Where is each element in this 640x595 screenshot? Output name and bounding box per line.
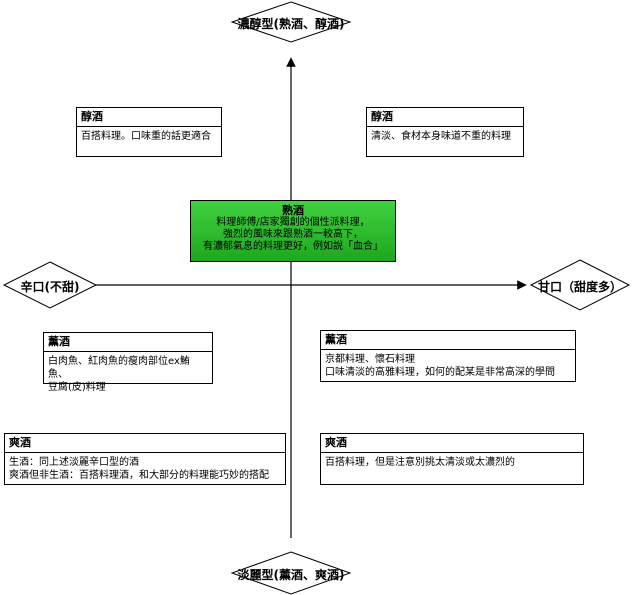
box-bottom-right: 爽酒 百搭料理，但是注意別挑太清淡或太濃烈的 (320, 433, 584, 485)
box-line: 生酒：同上述淡麗辛口型的酒 (9, 457, 139, 468)
box-text: 京都料理、懷石料理 口味清淡的高雅料理，如何的配某是非常高深的學問 (321, 350, 575, 382)
box-text: 百搭料理，但是注意別挑太清淡或太濃烈的 (325, 457, 515, 468)
box-text: 白肉魚、紅肉魚的瘦肉部位ex鮪魚、 豆腐(皮)料理 (44, 352, 212, 397)
box-title: 薰酒 (321, 331, 575, 350)
box-text: 清淡、食材本身味道不重的料理 (371, 131, 511, 142)
box-text: 百搭料理。口味重的話更適合 (81, 131, 211, 142)
box-line: 爽酒但非生酒：百搭料理酒，和大部分的料理能巧妙的搭配 (9, 470, 269, 481)
box-line: 口味清淡的高雅料理，如何的配某是非常高深的學問 (325, 367, 555, 378)
box-top-left: 醇酒 百搭料理。口味重的話更適合 (76, 107, 222, 157)
box-line: 白肉魚、紅肉魚的瘦肉部位ex鮪魚、 (48, 356, 190, 380)
box-title: 薰酒 (44, 333, 212, 352)
diamond-top (230, 1, 352, 43)
box-text: 生酒：同上述淡麗辛口型的酒 爽酒但非生酒：百搭料理酒，和大部分的料理能巧妙的搭配 (5, 453, 285, 485)
box-line: 豆腐(皮)料理 (48, 382, 106, 393)
box-line: 京都料理、懷石料理 (325, 354, 415, 365)
box-mid-right: 薰酒 京都料理、懷石料理 口味清淡的高雅料理，如何的配某是非常高深的學問 (320, 330, 576, 382)
center-box-jukushu: 熟酒 料理師傅/店家獨創的個性派料理， 強烈的風味來跟熟酒一較高下， 有濃郁氣息… (190, 200, 396, 262)
center-line: 強烈的風味來跟熟酒一較高下， (223, 229, 363, 240)
box-title: 醇酒 (77, 108, 221, 127)
box-title: 醇酒 (367, 108, 523, 127)
box-title: 爽酒 (321, 434, 583, 453)
center-title: 熟酒 (282, 204, 304, 217)
box-mid-left: 薰酒 白肉魚、紅肉魚的瘦肉部位ex鮪魚、 豆腐(皮)料理 (43, 332, 213, 393)
center-line: 有濃郁氣息的料理更好，例如說「血合」 (203, 241, 383, 252)
diamond-bottom (230, 551, 352, 595)
diamond-left (2, 261, 98, 309)
axis-label-left: 辛口(不甜) (20, 280, 80, 294)
box-bottom-left: 爽酒 生酒：同上述淡麗辛口型的酒 爽酒但非生酒：百搭料理酒，和大部分的料理能巧妙… (4, 433, 286, 485)
diamond-right (529, 259, 631, 311)
axis-label-right: 甘口（甜度多） (537, 280, 622, 294)
box-title: 爽酒 (5, 434, 285, 453)
axis-label-bottom: 淡麗型(薰酒、爽酒) (237, 568, 345, 582)
center-line: 料理師傅/店家獨創的個性派料理， (216, 217, 370, 228)
box-top-right: 醇酒 清淡、食材本身味道不重的料理 (366, 107, 524, 157)
axis-label-top: 濃醇型(熟酒、醇酒) (237, 17, 345, 31)
